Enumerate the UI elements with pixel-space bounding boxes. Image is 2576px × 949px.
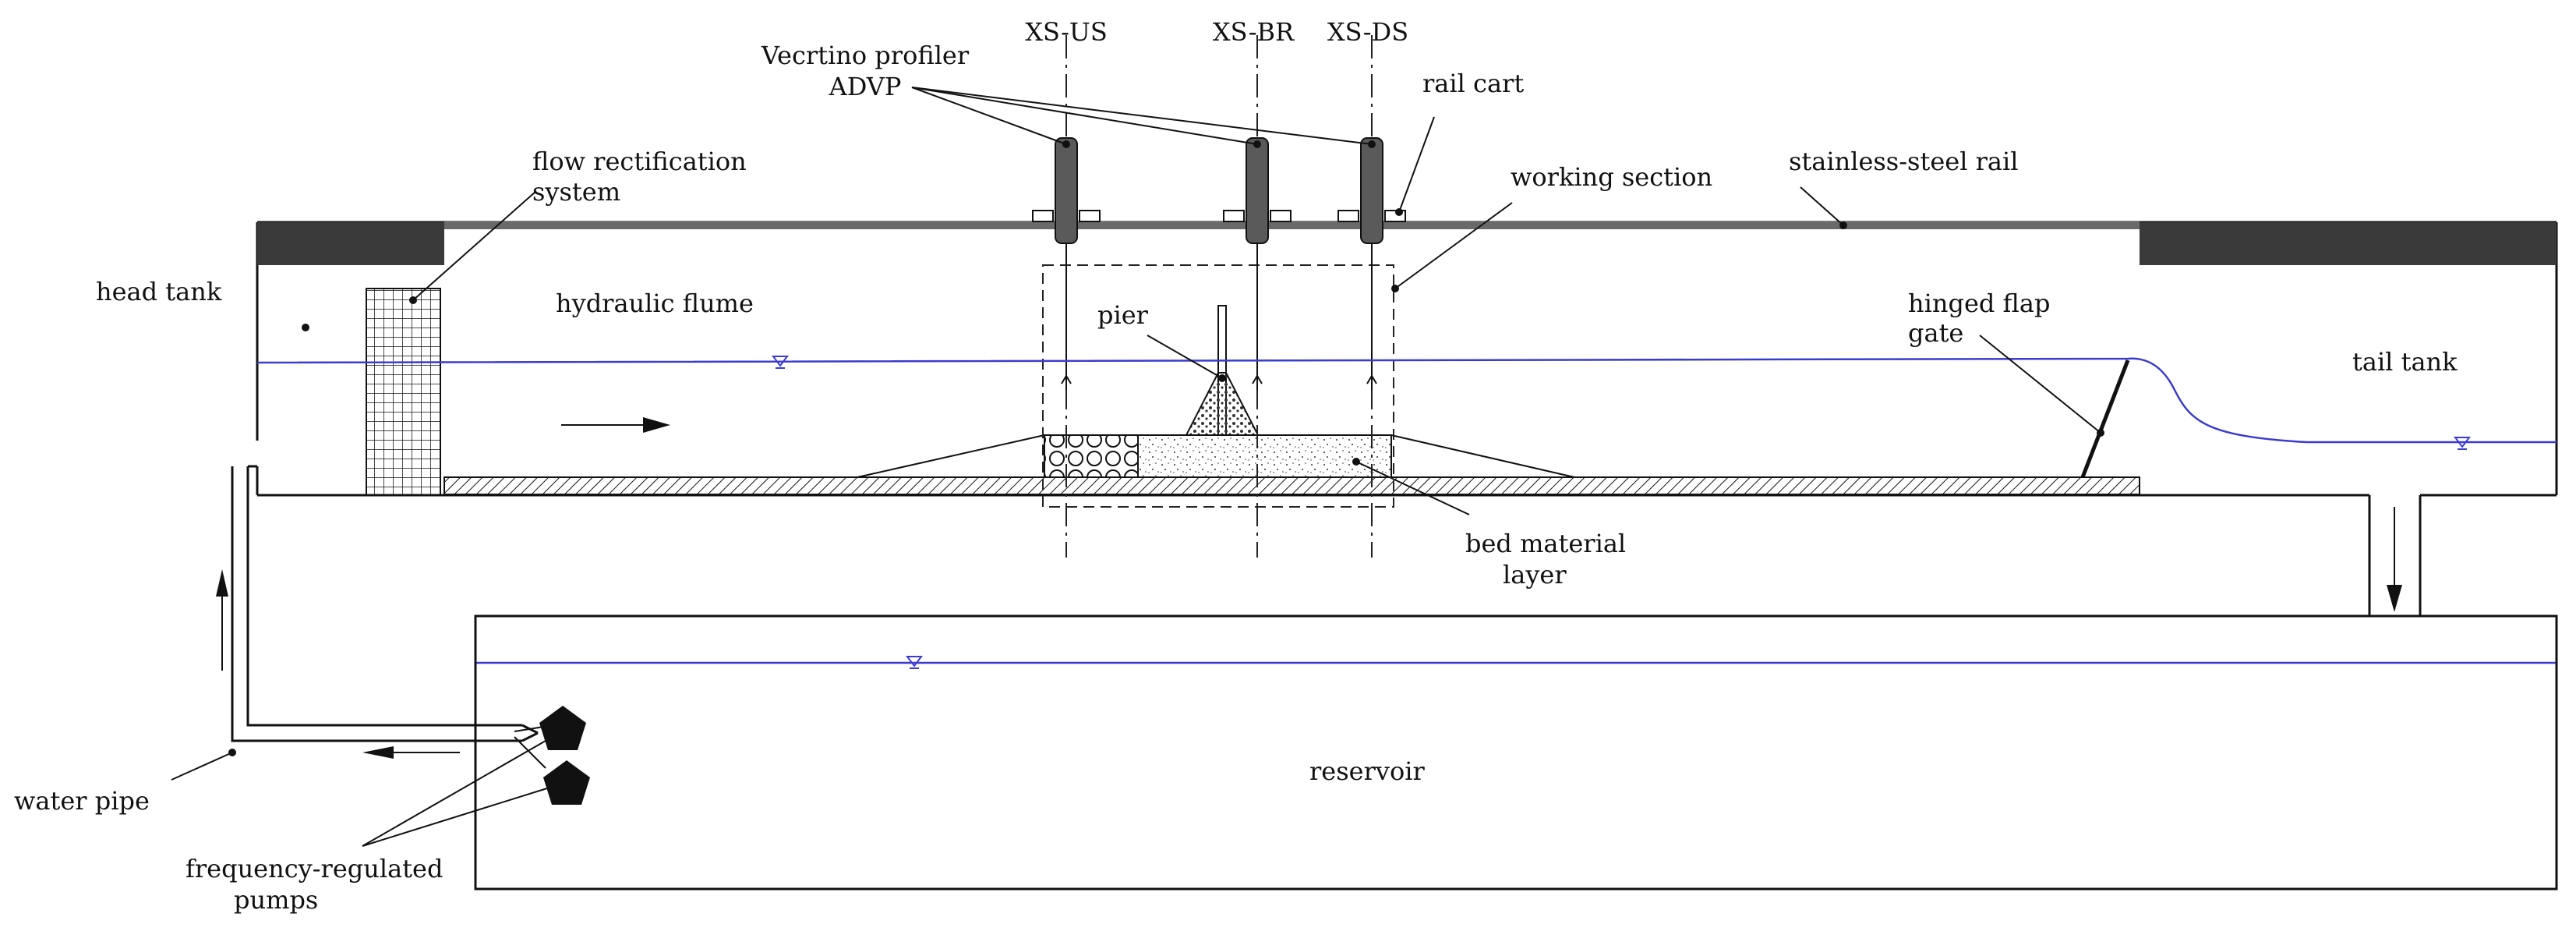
pump-icon xyxy=(539,706,586,750)
hydraulic-flume-label: hydraulic flume xyxy=(556,289,754,318)
hinged-flap-gate-label-line1: hinged flap xyxy=(1908,289,2050,318)
tail-tank-top-block xyxy=(2140,222,2557,265)
hinged-flap-gate xyxy=(2080,359,2130,478)
bed-material-layer xyxy=(1044,434,1392,478)
profiler-label-line2: ADVP xyxy=(829,72,902,101)
flume-outline xyxy=(248,221,2558,616)
pipe-flow-arrows xyxy=(216,569,460,759)
stainless-steel-rail xyxy=(444,221,2140,229)
water-pipe xyxy=(231,466,554,769)
leader-lines xyxy=(171,87,2104,847)
working-section-label: working section xyxy=(1511,162,1712,192)
pier xyxy=(1185,305,1260,436)
stainless-steel-rail-label: stainless-steel rail xyxy=(1789,147,2018,176)
xs-ds-label: XS-DS xyxy=(1327,17,1408,47)
advp-probes xyxy=(1032,137,1406,390)
reservoir-label: reservoir xyxy=(1309,756,1425,786)
drain-arrow xyxy=(2387,507,2402,612)
water-pipe-label: water pipe xyxy=(14,786,150,816)
pumps-label-line1: frequency-regulated xyxy=(186,854,443,883)
working-section-box xyxy=(1042,264,1394,508)
tail-tank-label: tail tank xyxy=(2352,347,2458,377)
flow-direction-arrow xyxy=(561,417,670,433)
reservoir-tank xyxy=(474,614,2558,891)
head-tank-top-block xyxy=(257,222,444,265)
flow-rectification-grid xyxy=(366,288,441,496)
flow-rectification-label-line2: system xyxy=(532,177,620,207)
head-tank-label: head tank xyxy=(96,277,222,306)
pumps-label-line2: pumps xyxy=(234,885,318,915)
pier-label: pier xyxy=(1097,300,1149,330)
bed-material-label-line1: bed material xyxy=(1465,529,1626,558)
xs-us-label: XS-US xyxy=(1025,17,1108,47)
pump-icon xyxy=(543,760,590,805)
bed-material-label-line2: layer xyxy=(1503,560,1567,590)
flow-rectification-label-line1: flow rectification xyxy=(532,147,747,176)
flume-bed xyxy=(443,476,2140,495)
rail-cart-label: rail cart xyxy=(1422,69,1524,98)
water-surface-flume xyxy=(256,357,2557,664)
profiler-label-line1: Vecrtino profiler xyxy=(761,41,970,70)
xs-br-label: XS-BR xyxy=(1213,17,1295,47)
hinged-flap-gate-label-line2: gate xyxy=(1908,318,1963,348)
water-level-markers xyxy=(772,356,2471,669)
